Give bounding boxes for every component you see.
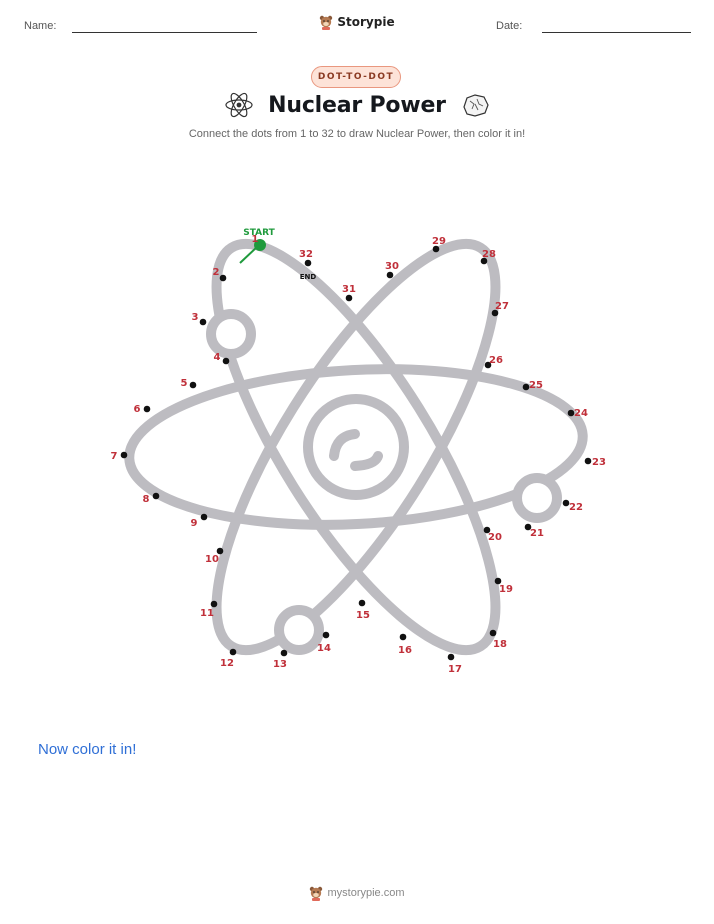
electron-rings [206, 309, 562, 655]
dot-number: 19 [499, 584, 513, 595]
dot-number: 8 [143, 494, 150, 505]
footer: mystorypie.com [0, 885, 714, 901]
dot-number: 4 [214, 352, 221, 363]
start-arrow [239, 245, 259, 264]
dot-number: 28 [482, 249, 496, 260]
brand-logo: Storypie [0, 14, 714, 30]
dot-number: 7 [111, 451, 118, 462]
puzzle-dot[interactable] [229, 648, 237, 656]
dot-number: 6 [134, 404, 141, 415]
page-title: Nuclear Power [268, 92, 446, 118]
puzzle-dot[interactable] [399, 633, 407, 641]
puzzle-dot[interactable] [432, 245, 440, 253]
puzzle-dot[interactable] [322, 631, 330, 639]
uranium-rock-icon [463, 94, 489, 117]
dot-number: 11 [200, 608, 214, 619]
dot-number: 20 [488, 532, 502, 543]
puzzle-dot[interactable] [567, 409, 575, 417]
end-label: END [300, 273, 317, 281]
name-line[interactable] [72, 32, 257, 33]
puzzle-dot[interactable] [494, 577, 502, 585]
footer-url: mystorypie.com [327, 887, 405, 899]
dot-number: 15 [356, 610, 370, 621]
dot-number: 22 [569, 502, 583, 513]
dot-to-dot-badge: DOT-TO-DOT [311, 66, 401, 88]
dot-number: 17 [448, 664, 462, 675]
puzzle-dot[interactable] [480, 257, 488, 265]
puzzle-dot[interactable] [120, 451, 128, 459]
dot-number: 26 [489, 355, 503, 366]
start-dot[interactable] [254, 239, 266, 251]
dot-number: 12 [220, 658, 234, 669]
dot-number: 31 [342, 284, 356, 295]
dot-number: 32 [299, 249, 313, 260]
date-line[interactable] [542, 32, 691, 33]
puzzle-dot[interactable] [189, 381, 197, 389]
dot-number: 14 [317, 643, 331, 654]
puzzle-dot[interactable] [584, 457, 592, 465]
puzzle-dot[interactable] [524, 523, 532, 531]
dot-number: 23 [592, 457, 606, 468]
name-label: Name: [24, 20, 57, 32]
start-label: START [243, 228, 275, 238]
puzzle-dot[interactable] [483, 526, 491, 534]
puzzle-dot[interactable] [216, 547, 224, 555]
dot-number: 10 [205, 554, 219, 565]
puzzle-dot[interactable] [386, 271, 394, 279]
color-prompt: Now color it in! [38, 741, 137, 758]
dot-number: 25 [529, 380, 543, 391]
dot-number: 18 [493, 639, 507, 650]
atom-outline [124, 238, 588, 656]
dot-number: 16 [398, 645, 412, 656]
date-label: Date: [496, 20, 523, 32]
puzzle-dot[interactable] [484, 361, 492, 369]
dot-number: 2 [213, 267, 220, 278]
puzzle-dot[interactable] [522, 383, 530, 391]
dot-number: 29 [432, 236, 446, 247]
instructions: Connect the dots from 1 to 32 to draw Nu… [188, 128, 526, 140]
puzzle-dot[interactable] [562, 499, 570, 507]
puzzle-dot[interactable] [304, 259, 312, 267]
dot-number: 13 [273, 659, 287, 670]
dot-number: 27 [495, 301, 509, 312]
puzzle-dot[interactable] [358, 599, 366, 607]
puzzle-dot[interactable] [489, 629, 497, 637]
dot-number: 21 [530, 528, 544, 539]
puzzle-dot[interactable] [152, 492, 160, 500]
puzzle-dot[interactable] [345, 294, 353, 302]
puzzle-dot[interactable] [280, 649, 288, 657]
bear-mascot-icon [310, 886, 323, 901]
atom-icon [225, 92, 253, 118]
puzzle-dot[interactable] [210, 600, 218, 608]
puzzle-dot[interactable] [199, 318, 207, 326]
puzzle-dot[interactable] [447, 653, 455, 661]
bear-mascot-icon [320, 15, 333, 30]
dot-number: 1 [252, 234, 259, 245]
dot-number: 24 [574, 408, 588, 419]
puzzle-dot[interactable] [491, 309, 499, 317]
dot-number: 30 [385, 261, 399, 272]
brand-name: Storypie [337, 15, 395, 29]
title-row: Nuclear Power [0, 90, 714, 120]
dot-number: 3 [192, 312, 199, 323]
dot-number: 5 [181, 378, 188, 389]
dot-number: 9 [191, 518, 198, 529]
puzzle-dot[interactable] [200, 513, 208, 521]
puzzle-dot[interactable] [143, 405, 151, 413]
puzzle-dot[interactable] [222, 357, 230, 365]
puzzle-dot[interactable] [219, 274, 227, 282]
